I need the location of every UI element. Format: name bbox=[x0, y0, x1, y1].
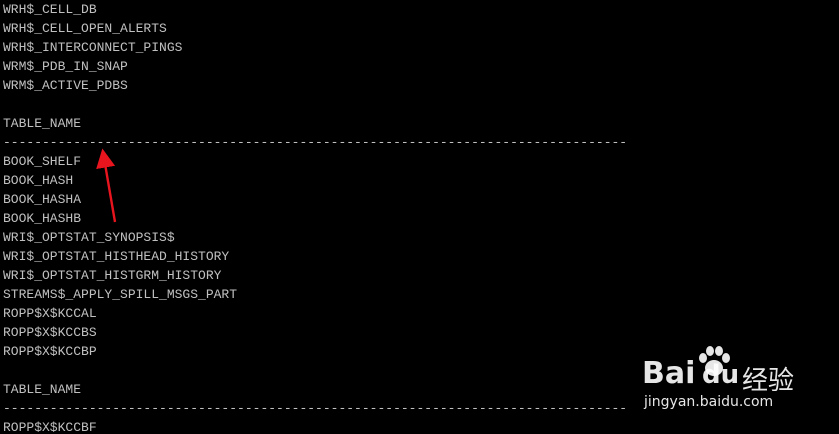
paw-icon bbox=[699, 346, 730, 376]
terminal-line: STREAMS$_APPLY_SPILL_MSGS_PART bbox=[3, 287, 238, 302]
terminal-line: TABLE_NAME bbox=[3, 116, 82, 131]
watermark-site: jingyan.baidu.com bbox=[644, 394, 774, 410]
baidu-jingyan-watermark: Bai du 经验 jingyan.baidu.com bbox=[640, 342, 836, 418]
terminal-line: WRM$_PDB_IN_SNAP bbox=[3, 59, 128, 74]
watermark-cn-label: 经验 bbox=[742, 366, 795, 396]
terminal-line: WRH$_CELL_OPEN_ALERTS bbox=[3, 21, 167, 36]
terminal-line: WRM$_ACTIVE_PDBS bbox=[3, 78, 128, 93]
terminal-line: ROPP$X$KCCBF bbox=[3, 420, 97, 434]
watermark-logo-left: Bai bbox=[642, 356, 696, 391]
watermark-logo-right: du bbox=[702, 360, 740, 390]
terminal-line: ----------------------------------------… bbox=[3, 401, 628, 416]
terminal-line: WRI$_OPTSTAT_HISTGRM_HISTORY bbox=[3, 268, 222, 283]
terminal-line: ROPP$X$KCCAL bbox=[3, 306, 97, 321]
terminal-line: BOOK_SHELF bbox=[3, 154, 82, 169]
terminal-line: ROPP$X$KCCBP bbox=[3, 344, 97, 359]
terminal-line: WRH$_CELL_DB bbox=[3, 2, 97, 17]
terminal-line: WRI$_OPTSTAT_HISTHEAD_HISTORY bbox=[3, 249, 230, 264]
terminal-line: BOOK_HASHB bbox=[3, 211, 82, 226]
terminal-line: BOOK_HASH bbox=[3, 173, 74, 188]
terminal-line: ----------------------------------------… bbox=[3, 135, 628, 150]
terminal-line: BOOK_HASHA bbox=[3, 192, 82, 207]
terminal-line: TABLE_NAME bbox=[3, 382, 82, 397]
terminal-line: ROPP$X$KCCBS bbox=[3, 325, 97, 340]
terminal-line: WRH$_INTERCONNECT_PINGS bbox=[3, 40, 183, 55]
terminal-line: WRI$_OPTSTAT_SYNOPSIS$ bbox=[3, 230, 175, 245]
